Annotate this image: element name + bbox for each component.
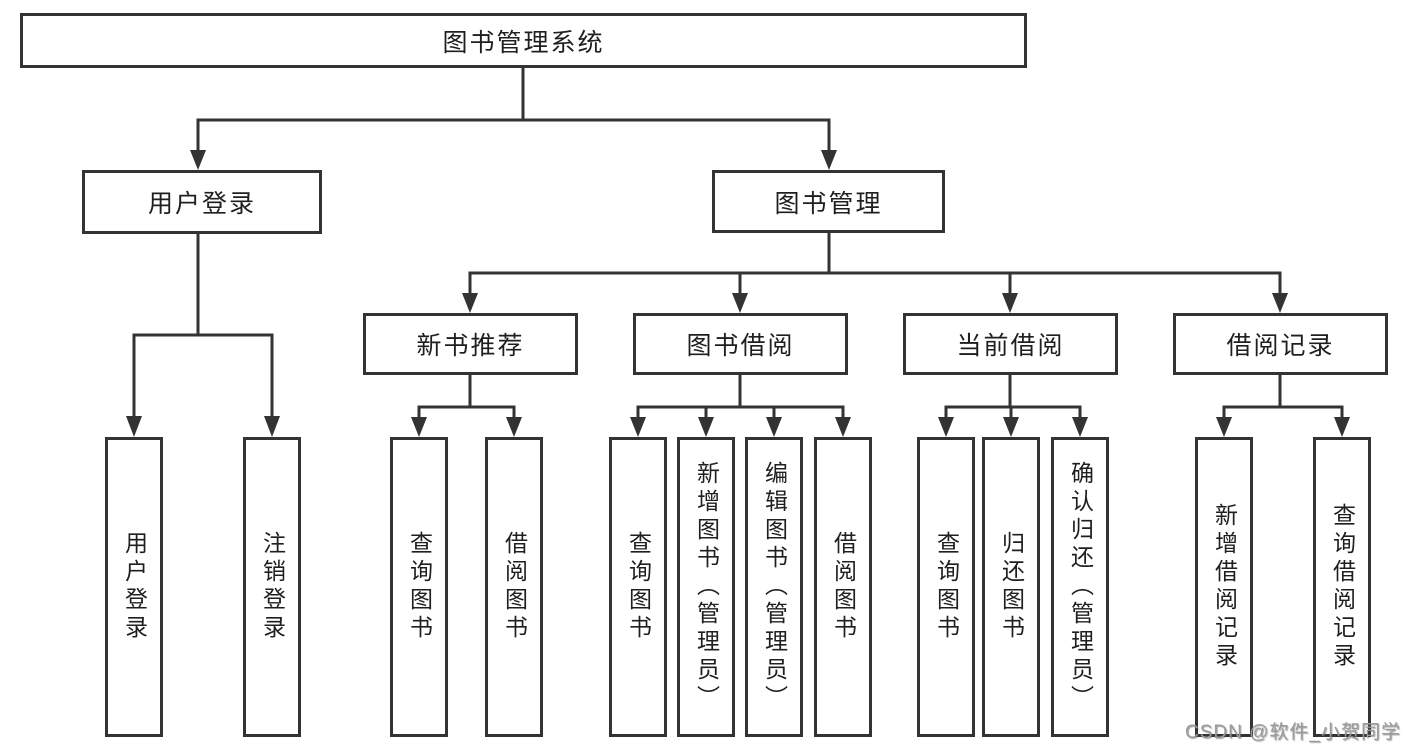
node-book-management: 图书管理 (712, 170, 945, 233)
root-node: 图书管理系统 (20, 13, 1027, 68)
leaf-query-books-recommend: 查询图书 (390, 437, 448, 737)
leaf-borrow-books: 借阅图书 (814, 437, 872, 737)
node-new-book-recommend: 新书推荐 (363, 313, 578, 375)
node-current-borrow: 当前借阅 (903, 313, 1118, 375)
node-user-login: 用户登录 (82, 170, 322, 234)
leaf-add-book-admin: 新增图书（管理员） (677, 437, 735, 737)
leaf-edit-book-admin: 编辑图书（管理员） (745, 437, 803, 737)
leaf-query-books-current: 查询图书 (917, 437, 975, 737)
csdn-watermark: CSDN @软件_小贺同学 (1185, 722, 1401, 743)
leaf-query-books-borrow: 查询图书 (609, 437, 667, 737)
node-borrow-records: 借阅记录 (1173, 313, 1388, 375)
leaf-logout: 注销登录 (243, 437, 301, 737)
leaf-add-borrow-record: 新增借阅记录 (1195, 437, 1253, 737)
leaf-confirm-return-admin: 确认归还（管理员） (1051, 437, 1109, 737)
leaf-return-book: 归还图书 (982, 437, 1040, 737)
leaf-borrow-books-recommend: 借阅图书 (485, 437, 543, 737)
leaf-user-login: 用户登录 (105, 437, 163, 737)
leaf-query-borrow-record: 查询借阅记录 (1313, 437, 1371, 737)
node-book-borrow: 图书借阅 (633, 313, 848, 375)
